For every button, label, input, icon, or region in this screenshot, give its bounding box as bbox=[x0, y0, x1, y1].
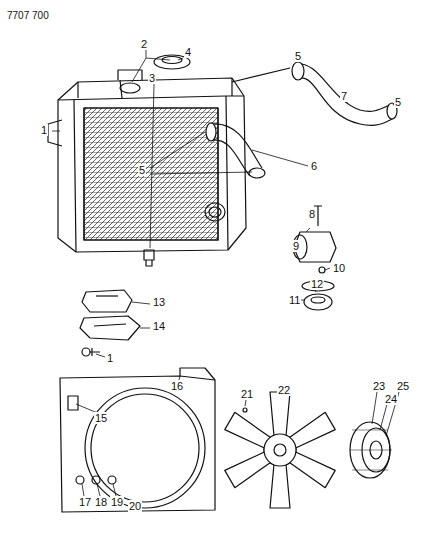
callout-number: 22 bbox=[277, 384, 291, 396]
callout-number: 19 bbox=[110, 496, 124, 508]
callout-number: 12 bbox=[310, 278, 324, 290]
callout-number: 5 bbox=[394, 96, 402, 108]
callout-number: 20 bbox=[128, 500, 142, 512]
callout-number: 4 bbox=[184, 46, 192, 58]
callout-number: 1 bbox=[106, 352, 114, 364]
callout-number: 5 bbox=[294, 50, 302, 62]
callout-number: 9 bbox=[292, 240, 300, 252]
brackets bbox=[80, 290, 140, 356]
upper-hose bbox=[232, 62, 397, 125]
callout-number: 2 bbox=[140, 38, 148, 50]
callout-number: 15 bbox=[94, 412, 108, 424]
callout-number: 16 bbox=[170, 380, 184, 392]
callout-number: 6 bbox=[310, 160, 318, 172]
callout-number: 5 bbox=[138, 164, 146, 176]
figure-number: 7707 700 bbox=[6, 10, 50, 22]
callout-number: 23 bbox=[372, 380, 386, 392]
callout-number: 14 bbox=[152, 320, 166, 332]
callout-number: 10 bbox=[332, 262, 346, 274]
callout-number: 7 bbox=[340, 90, 348, 102]
callout-number: 25 bbox=[396, 380, 410, 392]
callout-number: 3 bbox=[148, 72, 156, 84]
callout-number: 11 bbox=[288, 294, 301, 306]
callout-number: 24 bbox=[384, 393, 398, 405]
drain-cock bbox=[144, 250, 154, 266]
lower-hose bbox=[206, 123, 265, 178]
callout-number: 17 bbox=[78, 496, 92, 508]
radiator bbox=[48, 70, 246, 252]
callout-number: 13 bbox=[152, 296, 166, 308]
cooling-fan bbox=[225, 392, 335, 508]
callout-number: 1 bbox=[40, 124, 48, 136]
callout-number: 21 bbox=[240, 388, 254, 400]
fan-clutch bbox=[350, 422, 392, 478]
callout-number: 8 bbox=[308, 208, 316, 220]
callout-number: 18 bbox=[94, 496, 108, 508]
bolt bbox=[243, 408, 247, 412]
leader-lines bbox=[52, 50, 399, 506]
fan-shroud bbox=[60, 368, 215, 512]
